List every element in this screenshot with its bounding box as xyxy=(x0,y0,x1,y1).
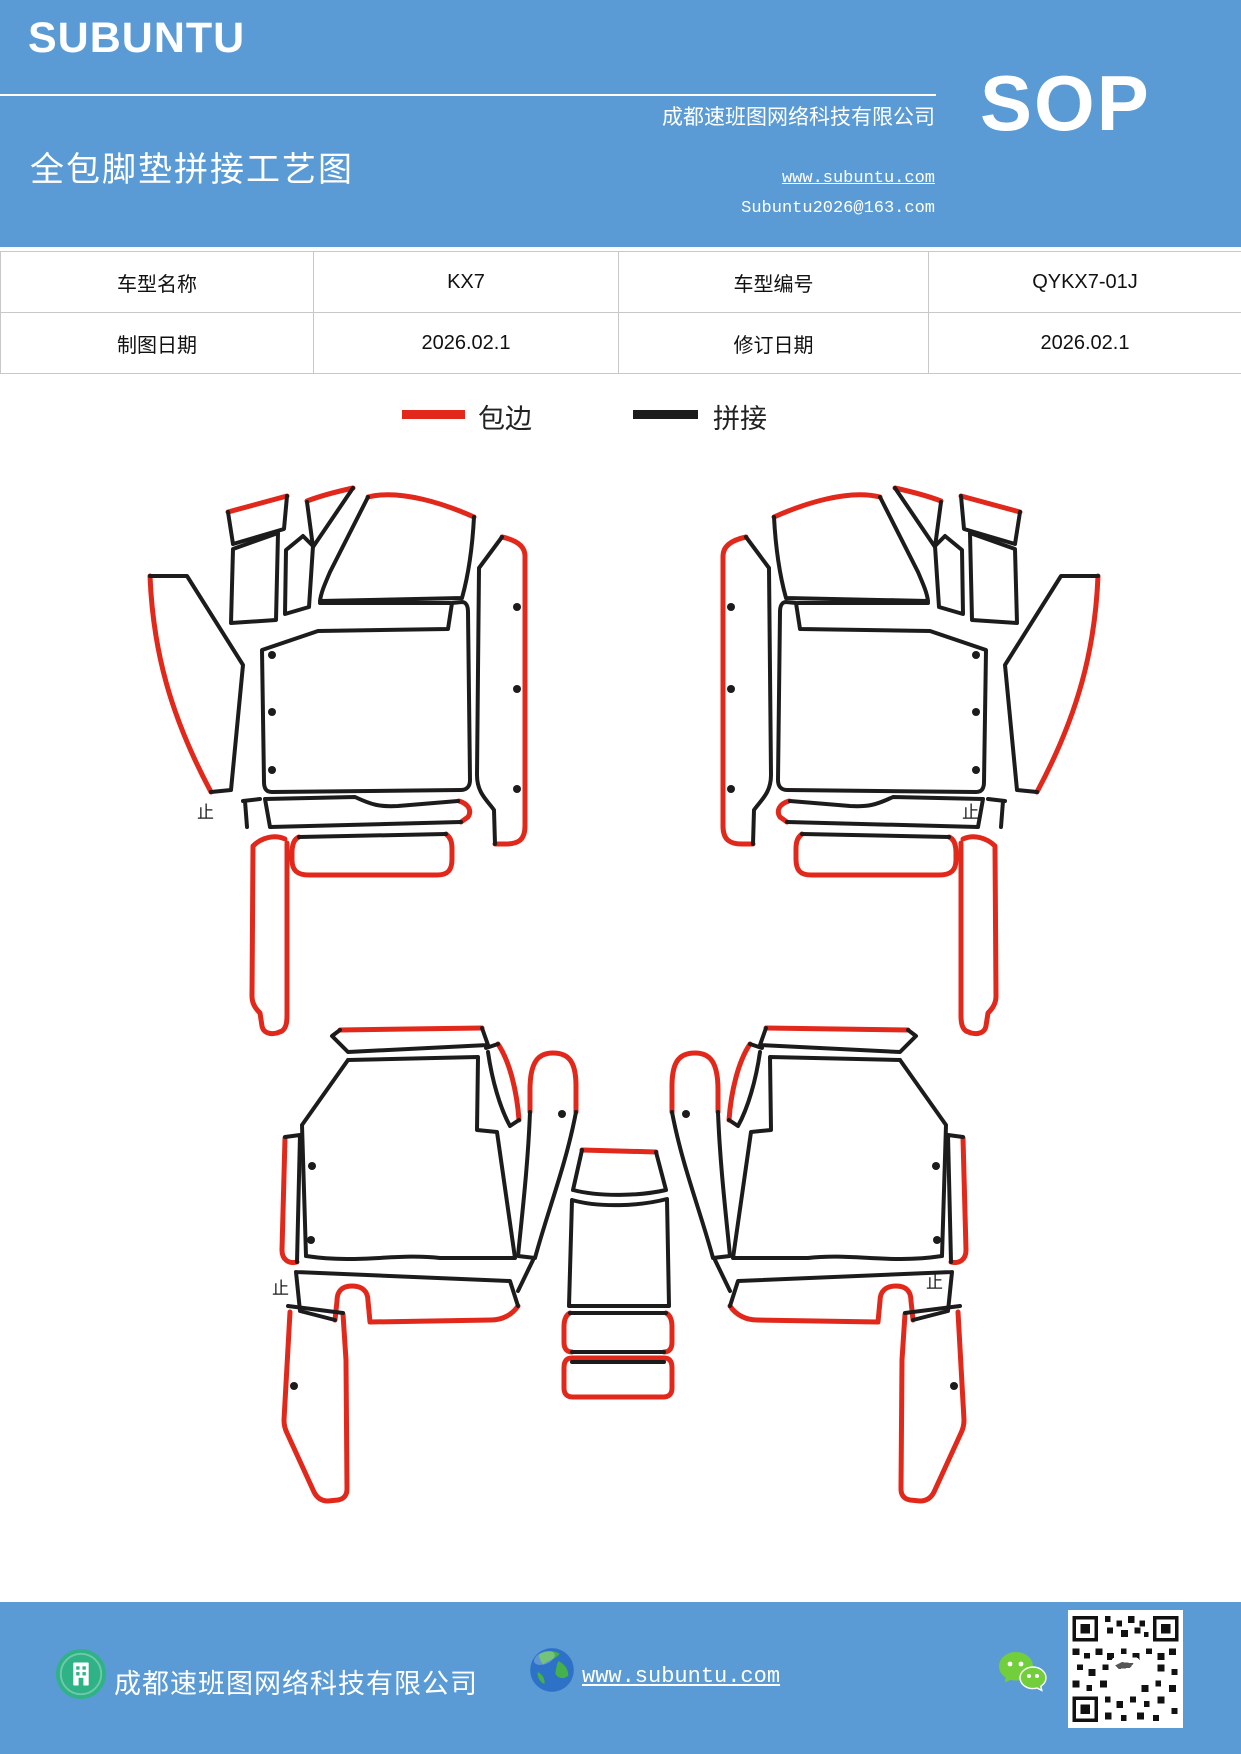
rear-mat-splice-lines xyxy=(283,1026,578,1322)
rear-left-mat xyxy=(279,1025,579,1504)
front-mat-splice-lines xyxy=(148,486,504,846)
stop-mark: 止 xyxy=(272,1279,289,1298)
center-splice-lines xyxy=(567,1148,671,1364)
footer: 成都速班图网络科技有限公司 www.subuntu.com xyxy=(0,1602,1241,1754)
revise-date-value: 2026.02.1 xyxy=(928,312,1241,374)
footer-company-name: 成都速班图网络科技有限公司 xyxy=(114,1669,478,1699)
header: SUBUNTU 全包脚垫拼接工艺图 成都速班图网络科技有限公司 SOP www.… xyxy=(0,0,1241,247)
company-building-icon xyxy=(55,1648,107,1700)
wechat-icon xyxy=(999,1652,1047,1692)
legend-label-binding: 包边 xyxy=(478,404,532,434)
website-link[interactable]: www.subuntu.com xyxy=(781,169,935,188)
company-name: 成都速班图网络科技有限公司 xyxy=(662,106,935,129)
draw-date-label: 制图日期 xyxy=(0,312,314,374)
model-name-label: 车型名称 xyxy=(0,251,314,313)
model-code-value: QYKX7-01J xyxy=(928,251,1241,313)
stop-mark: 止 xyxy=(197,803,214,822)
center-tunnel-mat xyxy=(561,1147,675,1400)
revise-date-label: 修订日期 xyxy=(618,312,929,374)
table-row: 制图日期 2026.02.1 修订日期 2026.02.1 xyxy=(0,312,1241,374)
front-right-mat-mirror xyxy=(723,488,1098,1034)
front-mat-binding-lines xyxy=(147,485,528,1037)
draw-date-value: 2026.02.1 xyxy=(313,312,619,374)
mat-fixing-dots xyxy=(290,1110,566,1390)
table-row: 车型名称 KX7 车型编号 QYKX7-01J xyxy=(0,251,1241,313)
model-name-value: KX7 xyxy=(313,251,619,313)
page-title: 全包脚垫拼接工艺图 xyxy=(30,151,354,189)
stop-mark: 止 xyxy=(926,1273,943,1292)
rear-right-mat-mirror xyxy=(672,1028,966,1501)
qr-code xyxy=(1068,1610,1183,1728)
rear-mat-binding-lines xyxy=(279,1025,579,1504)
globe-icon xyxy=(530,1648,574,1692)
vehicle-info-table: 车型名称 KX7 车型编号 QYKX7-01J 制图日期 2026.02.1 修… xyxy=(0,251,1241,374)
header-divider xyxy=(0,94,936,96)
mat-fixing-dots xyxy=(268,603,521,793)
splice-line-swatch xyxy=(633,410,698,419)
binding-line-swatch xyxy=(402,410,465,419)
brand-logo: SUBUNTU xyxy=(28,14,246,62)
sop-label: SOP xyxy=(980,59,1151,147)
email-text: Subuntu2026@163.com xyxy=(741,199,935,218)
footer-website-link[interactable]: www.subuntu.com xyxy=(582,1664,781,1689)
front-left-mat xyxy=(147,485,528,1037)
legend-label-splice: 拼接 xyxy=(713,404,767,434)
legend: 包边 拼接 xyxy=(0,396,1241,438)
stop-mark: 止 xyxy=(962,803,979,822)
center-binding-lines xyxy=(561,1147,675,1400)
